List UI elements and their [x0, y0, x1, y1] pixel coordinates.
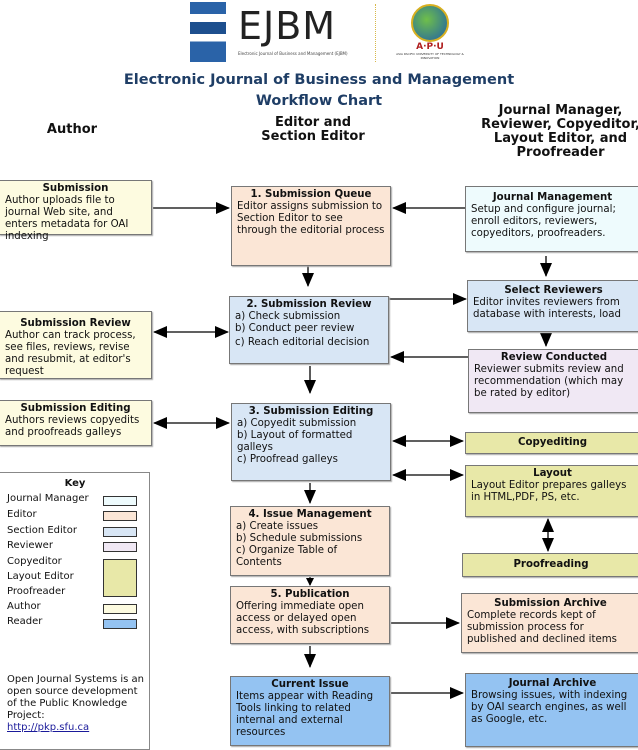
- box-body: Setup and configure journal; enroll edit…: [471, 204, 616, 239]
- key-label: Journal Manager: [7, 493, 89, 504]
- key-swatch-author: [103, 604, 137, 614]
- box-title: 4. Issue Management: [248, 509, 372, 520]
- box-body: Editor assigns submission to Section Edi…: [237, 201, 385, 236]
- column-header-author: Author: [46, 122, 98, 137]
- key-label: Proofreader: [7, 586, 66, 597]
- divider: [375, 4, 376, 62]
- box-body: Author can track process, see files, rev…: [5, 330, 136, 377]
- box-title: Journal Management: [492, 192, 613, 203]
- list-item: c) Proofread galleys: [237, 454, 338, 465]
- list-item: c) Organize Table of Contents: [236, 545, 338, 568]
- key-legend: Key Journal Manager Editor Section Edito…: [0, 472, 150, 750]
- box-title: Proofreading: [513, 559, 589, 570]
- key-label: Section Editor: [7, 525, 77, 536]
- footer-text: Open Journal Systems is an open source d…: [7, 674, 144, 721]
- box-body: Layout Editor prepares galleys in HTML,P…: [471, 480, 627, 503]
- apu-logo: A·P·U ASIA PACIFIC UNIVERSITY OF TECHNOL…: [395, 4, 465, 66]
- list-item: b) Conduct peer review: [235, 323, 355, 334]
- box-title: 3. Submission Editing: [248, 406, 374, 417]
- box-title: Copyediting: [517, 437, 587, 448]
- page-title: Electronic Journal of Business and Manag…: [123, 72, 515, 88]
- key-swatch-copy-layout-proof: [103, 559, 137, 597]
- box-title: Journal Archive: [508, 678, 597, 689]
- box-title: Review Conducted: [500, 352, 608, 363]
- box-body: Items appear with Reading Tools linking …: [236, 691, 374, 738]
- column-header-editor: Editor and Section Editor: [243, 116, 383, 144]
- list-item: c) Reach editorial decision: [235, 337, 370, 348]
- key-label: Reviewer: [7, 540, 53, 551]
- list-item: b) Schedule submissions: [236, 533, 363, 544]
- box-body: Author uploads file to journal Web site,…: [5, 195, 129, 242]
- header-line: Reviewer, Copyeditor,: [481, 117, 638, 132]
- box-title: Submission Editing: [20, 403, 131, 414]
- box-title: Current Issue: [271, 679, 349, 690]
- key-label: Author: [7, 601, 41, 612]
- list-item: a) Check submission: [235, 311, 341, 322]
- list-item: a) Copyedit submission: [237, 418, 357, 429]
- apu-logo-text: A·P·U: [416, 42, 444, 52]
- box-title: Submission Archive: [494, 598, 607, 609]
- key-label: Copyeditor: [7, 556, 62, 567]
- footer-note: Open Journal Systems is an open source d…: [7, 674, 147, 734]
- box-body: Authors reviews copyedits and proofreads…: [5, 415, 140, 438]
- box-body: Reviewer submits review and recommendati…: [474, 364, 624, 399]
- key-swatch-section-editor: [103, 527, 137, 537]
- key-title: Key: [64, 478, 86, 489]
- header-line: Proofreader: [516, 145, 605, 160]
- header-line: Editor and: [274, 115, 352, 130]
- ejbm-logo: EJBM Electronic Journal of Business and …: [190, 2, 360, 64]
- header-line: Journal Manager,: [498, 103, 623, 118]
- box-title: Submission: [42, 183, 109, 194]
- key-label: Reader: [7, 616, 43, 627]
- pkp-link[interactable]: http://pkp.sfu.ca: [7, 722, 90, 733]
- box-body: Offering immediate open access or delaye…: [236, 601, 370, 636]
- column-header-others: Journal Manager, Reviewer, Copyeditor, L…: [478, 104, 638, 160]
- box-title: 5. Publication: [270, 589, 350, 600]
- copyediting-box: Copyediting: [465, 432, 638, 454]
- globe-icon: [411, 4, 449, 42]
- proofreading-box: Proofreading: [462, 553, 638, 577]
- key-label: Editor: [7, 509, 37, 520]
- list-item: a) Create issues: [236, 521, 319, 532]
- box-body: Browsing issues, with indexing by OAI se…: [471, 690, 628, 725]
- header-line: Section Editor: [261, 129, 365, 144]
- box-title: 1. Submission Queue: [250, 189, 372, 200]
- key-swatch-reviewer: [103, 542, 137, 552]
- box-title: Select Reviewers: [504, 285, 603, 296]
- logo-brand-sub: Electronic Journal of Business and Manag…: [238, 51, 348, 56]
- box-title: Layout: [533, 468, 572, 479]
- logo-brand: EJBM: [238, 4, 337, 48]
- box-body: Complete records kept of submission proc…: [467, 610, 617, 645]
- box-body: Editor invites reviewers from database w…: [473, 297, 621, 320]
- key-swatch-reader: [103, 619, 137, 629]
- key-label: Layout Editor: [7, 571, 74, 582]
- box-title: 2. Submission Review: [246, 299, 372, 310]
- page-subtitle: Workflow Chart: [255, 93, 383, 109]
- key-swatch-editor: [103, 511, 137, 521]
- key-swatch-journal-manager: [103, 496, 137, 506]
- apu-logo-sub: ASIA PACIFIC UNIVERSITY OF TECHNOLOGY & …: [396, 52, 464, 60]
- logo-stripes: [190, 2, 226, 62]
- box-title: Submission Review: [20, 318, 131, 329]
- header-line: Layout Editor, and: [493, 131, 628, 146]
- list-item: b) Layout of formatted galleys: [237, 430, 353, 453]
